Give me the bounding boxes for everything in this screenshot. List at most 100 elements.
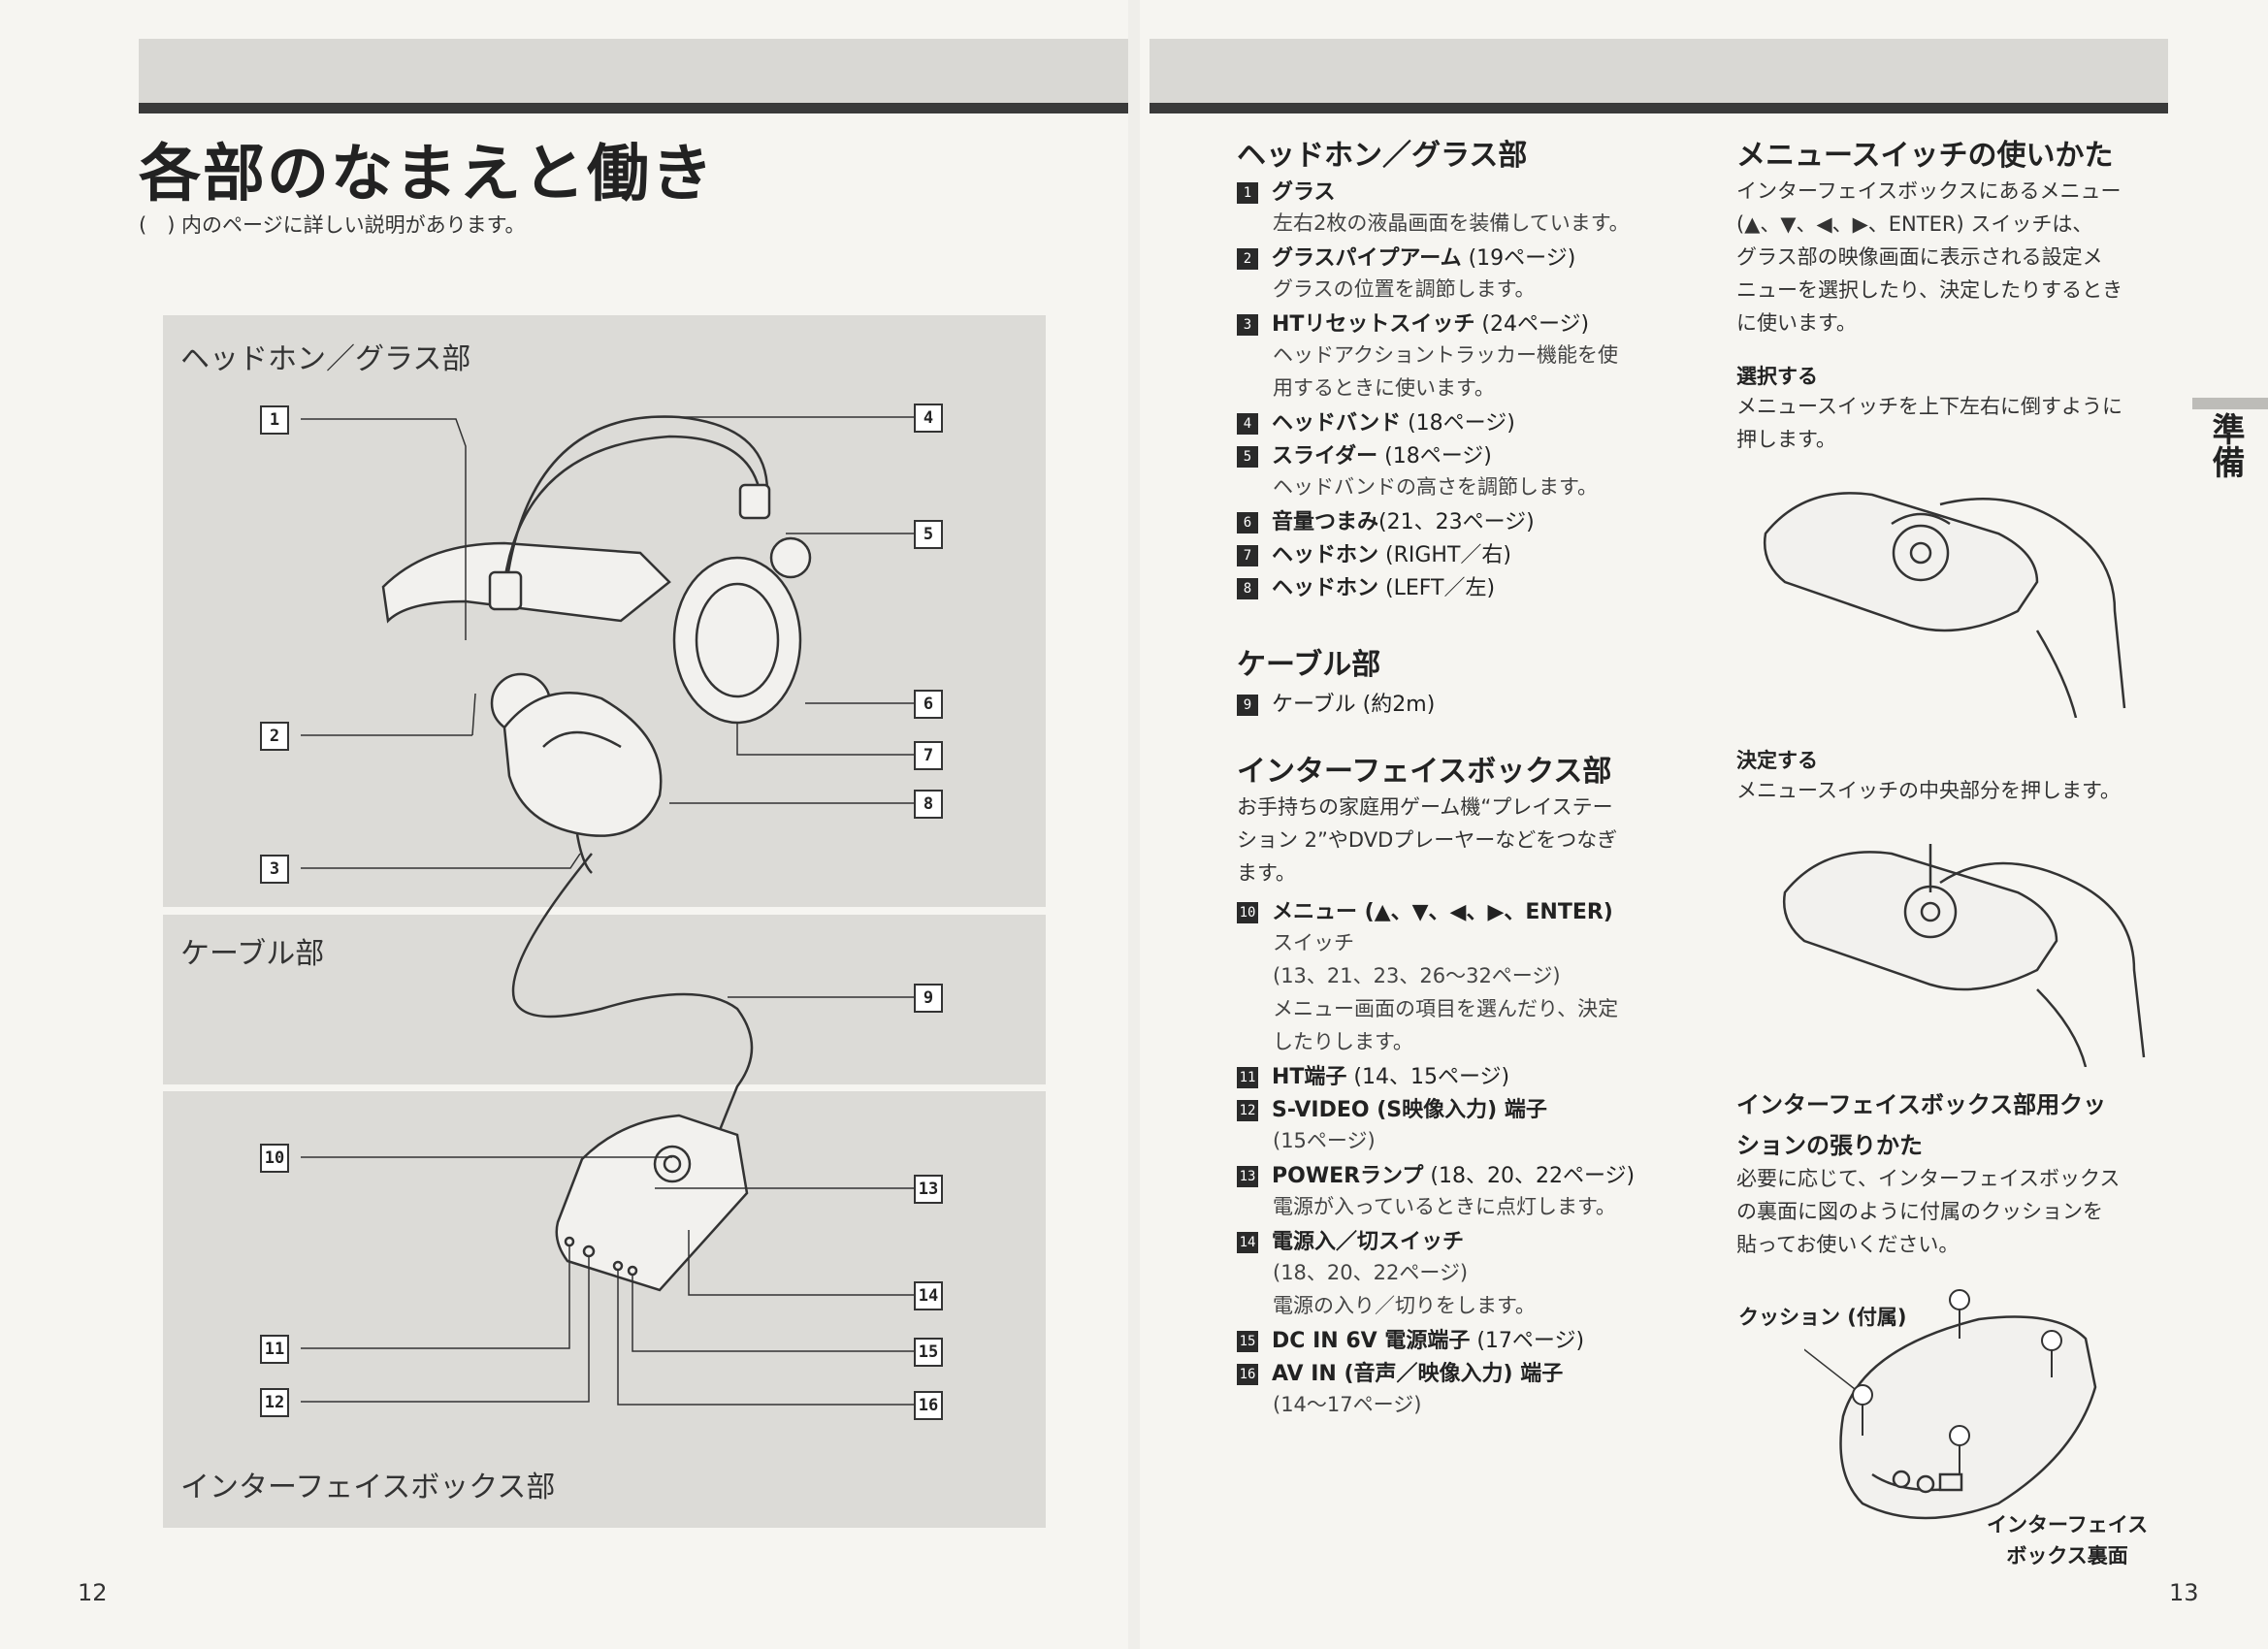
callout-16: 16 bbox=[914, 1391, 943, 1420]
item-number-5: 5 bbox=[1237, 446, 1258, 468]
intro-line: グラス部の映像画面に表示される設定メ bbox=[1736, 241, 2122, 274]
list-item-7: 7 ヘッドホン (RIGHT／右) bbox=[1237, 537, 1511, 568]
list-item-15: 15 DC IN 6V 電源端子 (17ページ) bbox=[1237, 1323, 1584, 1354]
remote-center bbox=[1911, 543, 1930, 563]
item-desc-14: 電源の入り／切りをします。 bbox=[1273, 1290, 1536, 1319]
page-number-left: 12 bbox=[78, 1579, 108, 1606]
parts-diagram bbox=[0, 0, 1128, 1649]
side-tab-char: 準備 bbox=[2202, 412, 2250, 487]
decide-heading: 決定する bbox=[1736, 745, 1818, 774]
item-label-1: グラス bbox=[1272, 180, 1336, 205]
heading-cable: ケーブル部 bbox=[1237, 640, 1380, 683]
list-item-14: 14電源入／切スイッチ bbox=[1237, 1224, 1464, 1255]
item-label-5: スライダー bbox=[1272, 444, 1377, 469]
callout-1: 1 bbox=[260, 405, 289, 435]
callout-3: 3 bbox=[260, 855, 289, 884]
select-illustration bbox=[1746, 466, 2134, 718]
item-ref-2: (19ページ) bbox=[1462, 246, 1576, 271]
item-desc-2: グラスの位置を調節します。 bbox=[1273, 274, 1535, 303]
callout-11: 11 bbox=[260, 1335, 289, 1364]
item-ref-3: (24ページ) bbox=[1474, 312, 1589, 337]
item-ref-11: (14、15ページ) bbox=[1346, 1065, 1509, 1089]
item-number-2: 2 bbox=[1237, 248, 1258, 270]
cushion-heading: インターフェイスボックス部用クッ ションの張りかた bbox=[1736, 1084, 2106, 1166]
item-label-12: S-VIDEO (S映像入力) 端子 bbox=[1272, 1098, 1547, 1122]
item-label-9: ケーブル bbox=[1272, 693, 1356, 717]
item-label-2: グラスパイプアーム bbox=[1272, 246, 1462, 271]
port-1 bbox=[1894, 1471, 1909, 1487]
callout-5: 5 bbox=[914, 520, 943, 549]
cable-line-2 bbox=[2037, 989, 2086, 1067]
slider-right bbox=[740, 485, 769, 518]
item-label-15: DC IN 6V 電源端子 bbox=[1272, 1329, 1470, 1353]
callout-12: 12 bbox=[260, 1388, 289, 1417]
decide-line: メニュースイッチの中央部分を押します。 bbox=[1736, 774, 2121, 807]
item-number-8: 8 bbox=[1237, 578, 1258, 599]
list-item-12: 12 S-VIDEO (S映像入力) 端子 bbox=[1237, 1092, 1547, 1123]
right-volume bbox=[771, 538, 810, 577]
item-label-10: メニュー (▲、▼、◀、▶、ENTER) bbox=[1272, 900, 1613, 924]
cushion-3 bbox=[2042, 1331, 2061, 1350]
item-label-13: POWERランプ bbox=[1272, 1164, 1423, 1188]
slider-left bbox=[490, 572, 521, 609]
item-desc-10: スイッチ bbox=[1273, 927, 1354, 956]
item-label-16: AV IN (音声／映像入力) 端子 bbox=[1272, 1362, 1563, 1386]
callout-14: 14 bbox=[914, 1281, 943, 1310]
side-tab bbox=[2192, 398, 2268, 409]
menu-switch-intro: インターフェイスボックスにあるメニュー (▲、▼、◀、▶、ENTER) スイッチ… bbox=[1736, 175, 2122, 340]
callout-6: 6 bbox=[914, 690, 943, 719]
item-desc-10: メニュー画面の項目を選んだり、決定 bbox=[1273, 993, 1618, 1022]
box-back-label-line: ボックス裏面 bbox=[1987, 1540, 2148, 1571]
callout-8: 8 bbox=[914, 790, 943, 819]
callout-10: 10 bbox=[260, 1144, 289, 1173]
intro-line: に使います。 bbox=[1736, 307, 2122, 340]
box-back-label-line: インターフェイス bbox=[1987, 1509, 2148, 1540]
item-number-12: 12 bbox=[1237, 1100, 1258, 1121]
item-desc-3: 用するときに使います。 bbox=[1273, 372, 1495, 402]
glasses-frame bbox=[383, 543, 669, 621]
item-number-9: 9 bbox=[1237, 695, 1258, 716]
remote-center-2 bbox=[1922, 903, 1939, 921]
item-label-7: ヘッドホン bbox=[1272, 543, 1378, 567]
heading-headphone: ヘッドホン／グラス部 bbox=[1237, 131, 1527, 174]
port-2 bbox=[1918, 1476, 1933, 1492]
item-label-4: ヘッドバンド bbox=[1272, 411, 1401, 436]
left-earcup bbox=[504, 693, 661, 835]
item-ref-15: (17ページ) bbox=[1470, 1329, 1584, 1353]
left-page: 各部のなまえと働き ( ) 内のページに詳しい説明があります。 ヘッドホン／グラ… bbox=[0, 0, 1128, 1649]
interface-intro-line: お手持ちの家庭用ゲーム機“プレイステー bbox=[1237, 791, 1617, 824]
cushion-line: 貼ってお使いください。 bbox=[1736, 1228, 2120, 1261]
cushion-2 bbox=[1950, 1290, 1969, 1310]
select-line: メニュースイッチを上下左右に倒すように bbox=[1736, 390, 2122, 423]
intro-line: ニューを選択したり、決定したりするとき bbox=[1736, 274, 2122, 307]
callout-2: 2 bbox=[260, 722, 289, 751]
item-label-6: 音量つまみ bbox=[1272, 510, 1378, 534]
item-number-14: 14 bbox=[1237, 1232, 1258, 1253]
callout-9: 9 bbox=[914, 984, 943, 1013]
callout-15: 15 bbox=[914, 1338, 943, 1367]
side-tab-label: 準備 bbox=[2202, 412, 2250, 478]
intro-line: インターフェイスボックスにあるメニュー bbox=[1736, 175, 2122, 208]
item-number-7: 7 bbox=[1237, 545, 1258, 566]
cushion-1 bbox=[1853, 1385, 1872, 1405]
decide-illustration bbox=[1766, 824, 2154, 1067]
item-ref-7: (RIGHT／右) bbox=[1378, 543, 1511, 567]
item-desc-3: ヘッドアクショントラッカー機能を使 bbox=[1273, 340, 1618, 369]
item-ref-9: (約2m) bbox=[1356, 693, 1436, 717]
item-number-15: 15 bbox=[1237, 1331, 1258, 1352]
item-ref-5: (18ページ) bbox=[1377, 444, 1492, 469]
item-number-4: 4 bbox=[1237, 413, 1258, 435]
callout-13: 13 bbox=[914, 1175, 943, 1204]
cushion-text: 必要に応じて、インターフェイスボックス の裏面に図のように付属のクッションを 貼… bbox=[1736, 1162, 2120, 1261]
item-ref-13: (18、20、22ページ) bbox=[1423, 1164, 1635, 1188]
item-number-13: 13 bbox=[1237, 1166, 1258, 1187]
item-number-11: 11 bbox=[1237, 1067, 1258, 1088]
select-text: メニュースイッチを上下左右に倒すように 押します。 bbox=[1736, 390, 2122, 456]
list-item-2: 2 グラスパイプアーム (19ページ) bbox=[1237, 241, 1575, 272]
interface-box bbox=[557, 1116, 747, 1290]
list-item-8: 8ヘッドホン (LEFT／左) bbox=[1237, 570, 1495, 601]
list-item-3: 3HTリセットスイッチ (24ページ) bbox=[1237, 307, 1589, 338]
